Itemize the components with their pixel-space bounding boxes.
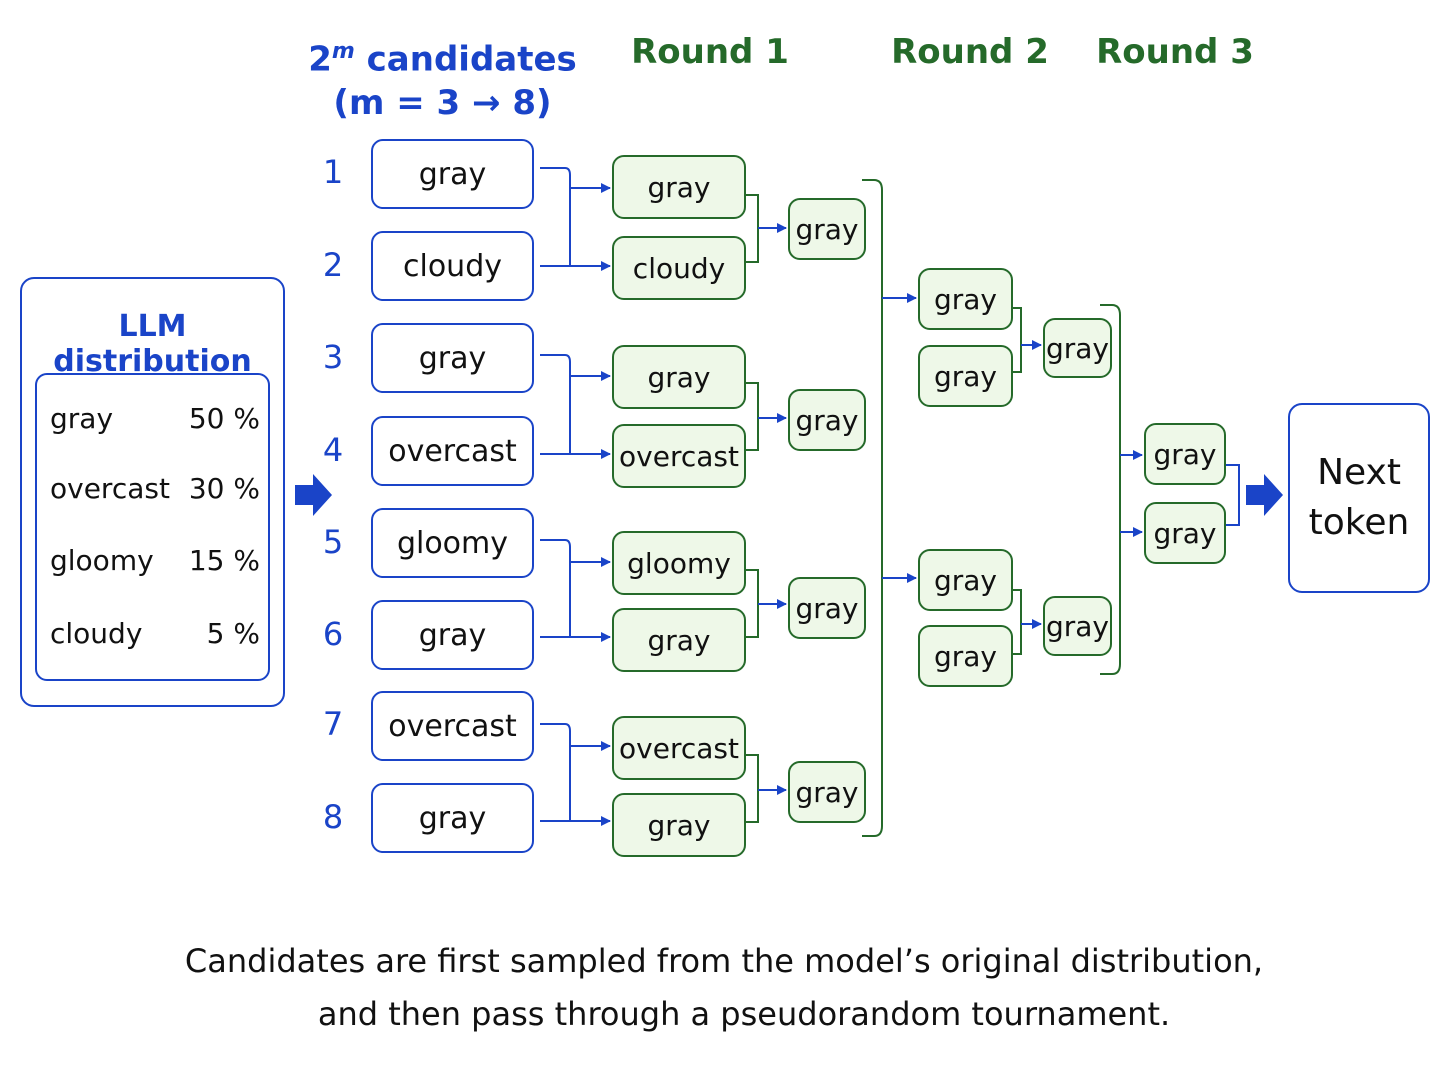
round2-header: Round 2 [891,32,1049,72]
dist-row: overcast 30 % [50,472,260,505]
round2-input-box: gray [918,268,1013,330]
round1-bracket [746,194,759,263]
candidate-box: overcast [371,691,534,761]
candidate-box: gray [371,323,534,393]
round1-input-box: cloudy [612,236,746,300]
candidate-box: cloudy [371,231,534,301]
dist-token: gloomy [50,544,154,577]
round2-input-box: gray [918,549,1013,611]
candidate-number: 4 [322,431,344,469]
final-bracket [1226,464,1240,526]
round3-header: Round 3 [1096,32,1254,72]
candidate-box: gray [371,783,534,853]
next-token-line1: Next [1317,452,1401,493]
round1-input-box: gray [612,345,746,409]
round3-input-box: gray [1144,502,1226,564]
round1-bracket [746,569,759,638]
round2-pair-bracket [1013,307,1022,373]
dist-prob: 50 % [188,402,260,435]
candidate-box: gray [371,139,534,209]
pair2-connector [540,354,571,454]
candidates-header-line1: 2m candidates [300,30,585,81]
round1-input-box: gloomy [612,531,746,595]
dist-row: gray 50 % [50,402,260,435]
round2-winner-box: gray [1043,596,1112,656]
round1-winner-box: gray [788,761,866,823]
distribution-arrow-icon [295,474,332,516]
candidates-header: 2m candidates (m = 3 → 8) [300,30,585,125]
round3-bracket [1100,304,1121,675]
dist-prob: 30 % [188,472,260,505]
candidate-number: 1 [322,153,344,191]
pair1-connector [540,167,571,266]
round2-input-box: gray [918,625,1013,687]
round2-input-box: gray [918,345,1013,407]
round1-winner-box: gray [788,577,866,639]
round1-connectors [540,167,611,826]
round1-input-box: overcast [612,424,746,488]
candidates-label: candidates [354,39,577,80]
candidate-number: 5 [322,523,344,561]
candidates-exponent: m [331,39,355,64]
candidates-base: 2 [308,39,332,80]
dist-prob: 5 % [206,617,260,650]
round1-bracket [746,754,759,823]
round1-winner-box: gray [788,389,866,451]
round1-input-box: overcast [612,716,746,780]
round1-input-box: gray [612,608,746,672]
round2-pair-bracket [1013,589,1022,655]
llm-distribution-table [35,373,270,681]
dist-token: overcast [50,472,170,505]
candidate-box: overcast [371,416,534,486]
round1-bracket [746,382,759,451]
round3-input-box: gray [1144,423,1226,485]
round1-header: Round 1 [631,32,789,72]
pair3-connector [540,539,571,637]
dist-token: cloudy [50,617,143,650]
round2-bracket [862,179,883,837]
dist-token: gray [50,402,114,435]
candidate-number: 6 [322,615,344,653]
caption-line2: and then pass through a pseudorandom tou… [317,995,1171,1033]
dist-row: cloudy 5 % [50,617,260,650]
round2-winner-box: gray [1043,318,1112,378]
candidate-number: 3 [322,338,344,376]
round1-winner-box: gray [788,198,866,260]
candidate-number: 7 [322,705,344,743]
candidates-header-line2: (m = 3 → 8) [333,83,552,124]
next-token-box: Next token [1288,403,1430,593]
candidate-number: 8 [322,798,344,836]
round1-input-box: gray [612,793,746,857]
next-token-line2: token [1308,502,1410,543]
candidate-box: gray [371,600,534,670]
dist-row: gloomy 15 % [50,544,260,577]
caption-line1: Candidates are first sampled from the mo… [184,942,1264,980]
pair4-connector [540,723,571,821]
output-arrow-icon [1246,474,1283,516]
candidate-number: 2 [322,246,344,284]
round1-input-box: gray [612,155,746,219]
dist-prob: 15 % [188,544,260,577]
candidate-box: gloomy [371,508,534,578]
